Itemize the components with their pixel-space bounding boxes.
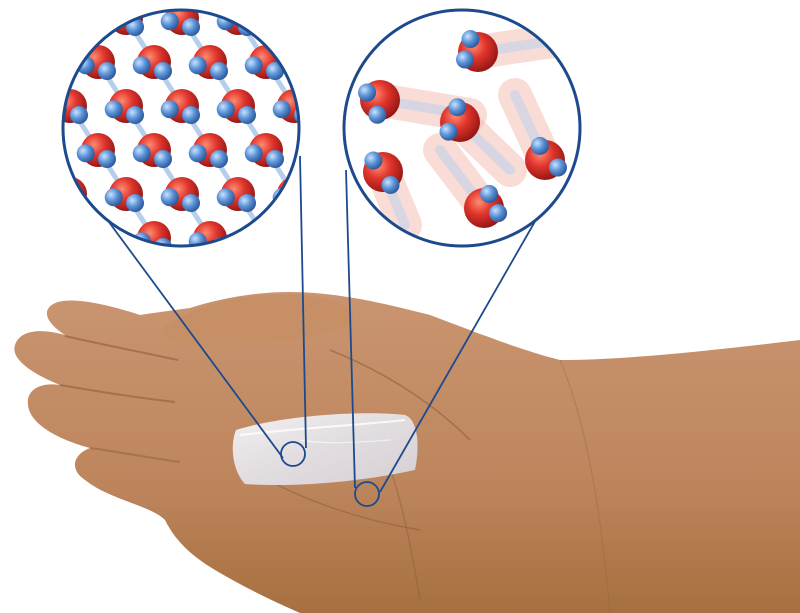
water-molecule-icon <box>49 1 88 36</box>
water-molecule-icon <box>21 45 60 80</box>
water-molecule-icon <box>0 265 32 300</box>
water-molecule-icon <box>21 133 60 168</box>
water-molecule-icon <box>105 265 144 300</box>
water-molecule-icon <box>161 265 200 300</box>
water-molecule-icon <box>0 1 32 36</box>
water-molecule-icon <box>0 89 32 124</box>
water-molecule-icon <box>301 221 340 256</box>
water-molecule-icon <box>357 221 396 256</box>
water-molecule-icon <box>49 265 88 300</box>
water-molecule-icon <box>77 221 116 256</box>
water-molecule-icon <box>301 45 340 80</box>
water-molecule-icon <box>273 1 312 36</box>
solid-ice-lattice-inset <box>0 0 406 326</box>
water-molecule-icon <box>245 221 284 256</box>
water-molecule-icon <box>329 1 368 36</box>
liquid-water-molecules-inset <box>344 10 580 246</box>
water-molecule-icon <box>21 221 60 256</box>
water-molecule-icon <box>0 177 32 212</box>
water-molecule-icon <box>301 133 340 168</box>
